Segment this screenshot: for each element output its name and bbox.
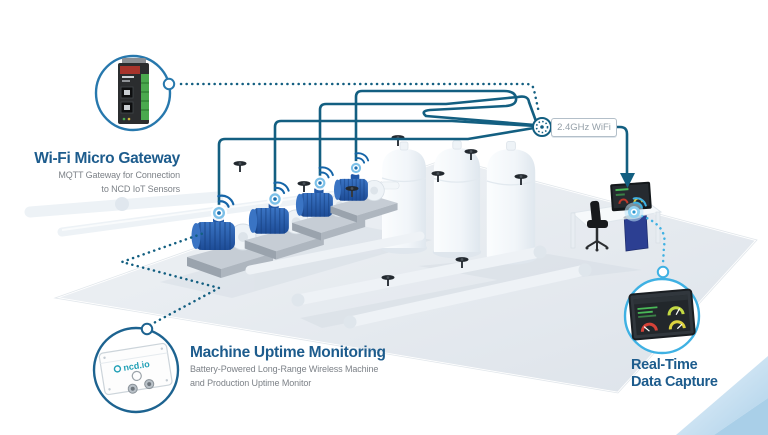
capture-dotted-link — [640, 214, 666, 266]
uptime-subtitle-line1: Battery-Powered Long-Range Wireless Mach… — [190, 364, 379, 375]
gateway-device — [118, 58, 149, 124]
uptime-callout: Machine Uptime Monitoring Battery-Powere… — [190, 344, 430, 390]
wifi-sensor-icon — [348, 150, 371, 176]
uptime-callout-circle: ncd.io — [92, 322, 180, 414]
capture-callout: Real-Time Data Capture — [631, 357, 718, 390]
gateway-dotted-link — [179, 82, 541, 115]
connector-node-icon — [140, 322, 154, 336]
capture-title-line2: Data Capture — [631, 373, 718, 390]
front-pipes — [245, 231, 592, 329]
sensor-connection-lines — [217, 89, 539, 209]
connector-node-icon — [162, 77, 176, 91]
wifi-sensor-icon — [311, 164, 336, 192]
uptime-title: Machine Uptime Monitoring — [190, 344, 386, 361]
gateway-callout: Wi-Fi Micro Gateway MQTT Gateway for Con… — [8, 150, 180, 196]
down-arrow-icon — [620, 173, 635, 188]
corner-decoration — [676, 356, 768, 435]
monitor-wifi-icon — [624, 197, 647, 222]
gateway-subtitle-line1: MQTT Gateway for Connection — [58, 170, 180, 181]
dashboard-screen — [628, 288, 696, 341]
gateway-callout-circle — [94, 54, 176, 132]
uptime-sensor-device: ncd.io — [98, 342, 173, 396]
sensor-brand-label: ncd.io — [123, 359, 151, 373]
capture-title-line1: Real-Time — [631, 357, 698, 373]
connector-node-icon — [656, 265, 670, 279]
wifi-hub-icon — [532, 117, 552, 137]
gateway-title: Wi-Fi Micro Gateway — [34, 150, 180, 167]
wifi-frequency-badge: 2.4GHz WiFi — [551, 118, 617, 137]
office-chair — [585, 200, 609, 252]
dotted-links — [117, 82, 541, 327]
gateway-subtitle-line2: to NCD IoT Sensors — [101, 183, 180, 194]
capture-callout-circle — [623, 265, 701, 355]
uptime-subtitle-line2: and Production Uptime Monitor — [190, 377, 312, 388]
uptime-dotted-link — [117, 231, 223, 327]
hub-to-monitor-line — [546, 125, 635, 188]
storage-tanks — [380, 140, 537, 266]
